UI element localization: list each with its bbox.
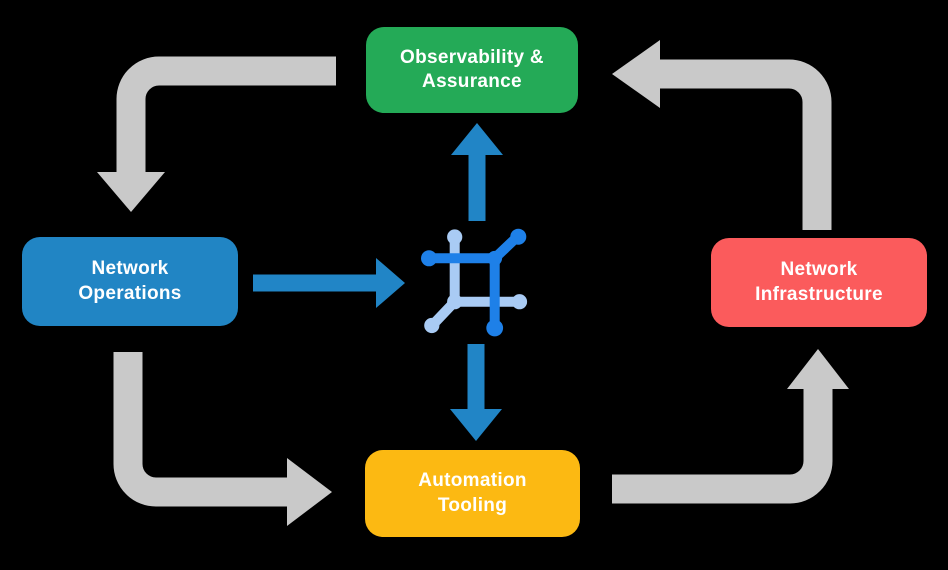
arrow-center-to-automation [450,344,502,441]
node-network-operations: Network Operations [22,237,238,326]
arrow-infrastructure-to-observability [612,40,832,230]
network-mesh-icon-dark-layer [421,228,527,337]
network-mesh-icon [421,228,528,337]
arrow-center-to-observability [451,123,503,221]
node-observability-assurance-label: Observability & Assurance [400,46,544,92]
arrow-automation-to-infrastructure [612,349,849,504]
node-automation-tooling-label: Automation Tooling [418,470,527,516]
node-observability-assurance: Observability & Assurance [366,27,578,113]
arrow-operations-to-automation [113,352,332,526]
node-network-infrastructure: Network Infrastructure [711,238,927,327]
arrow-operations-to-center [253,258,405,308]
node-automation-tooling: Automation Tooling [365,450,580,537]
arrow-observability-to-operations [97,56,336,212]
node-network-operations-label: Network Operations [78,258,182,304]
node-network-infrastructure-label: Network Infrastructure [755,259,883,305]
